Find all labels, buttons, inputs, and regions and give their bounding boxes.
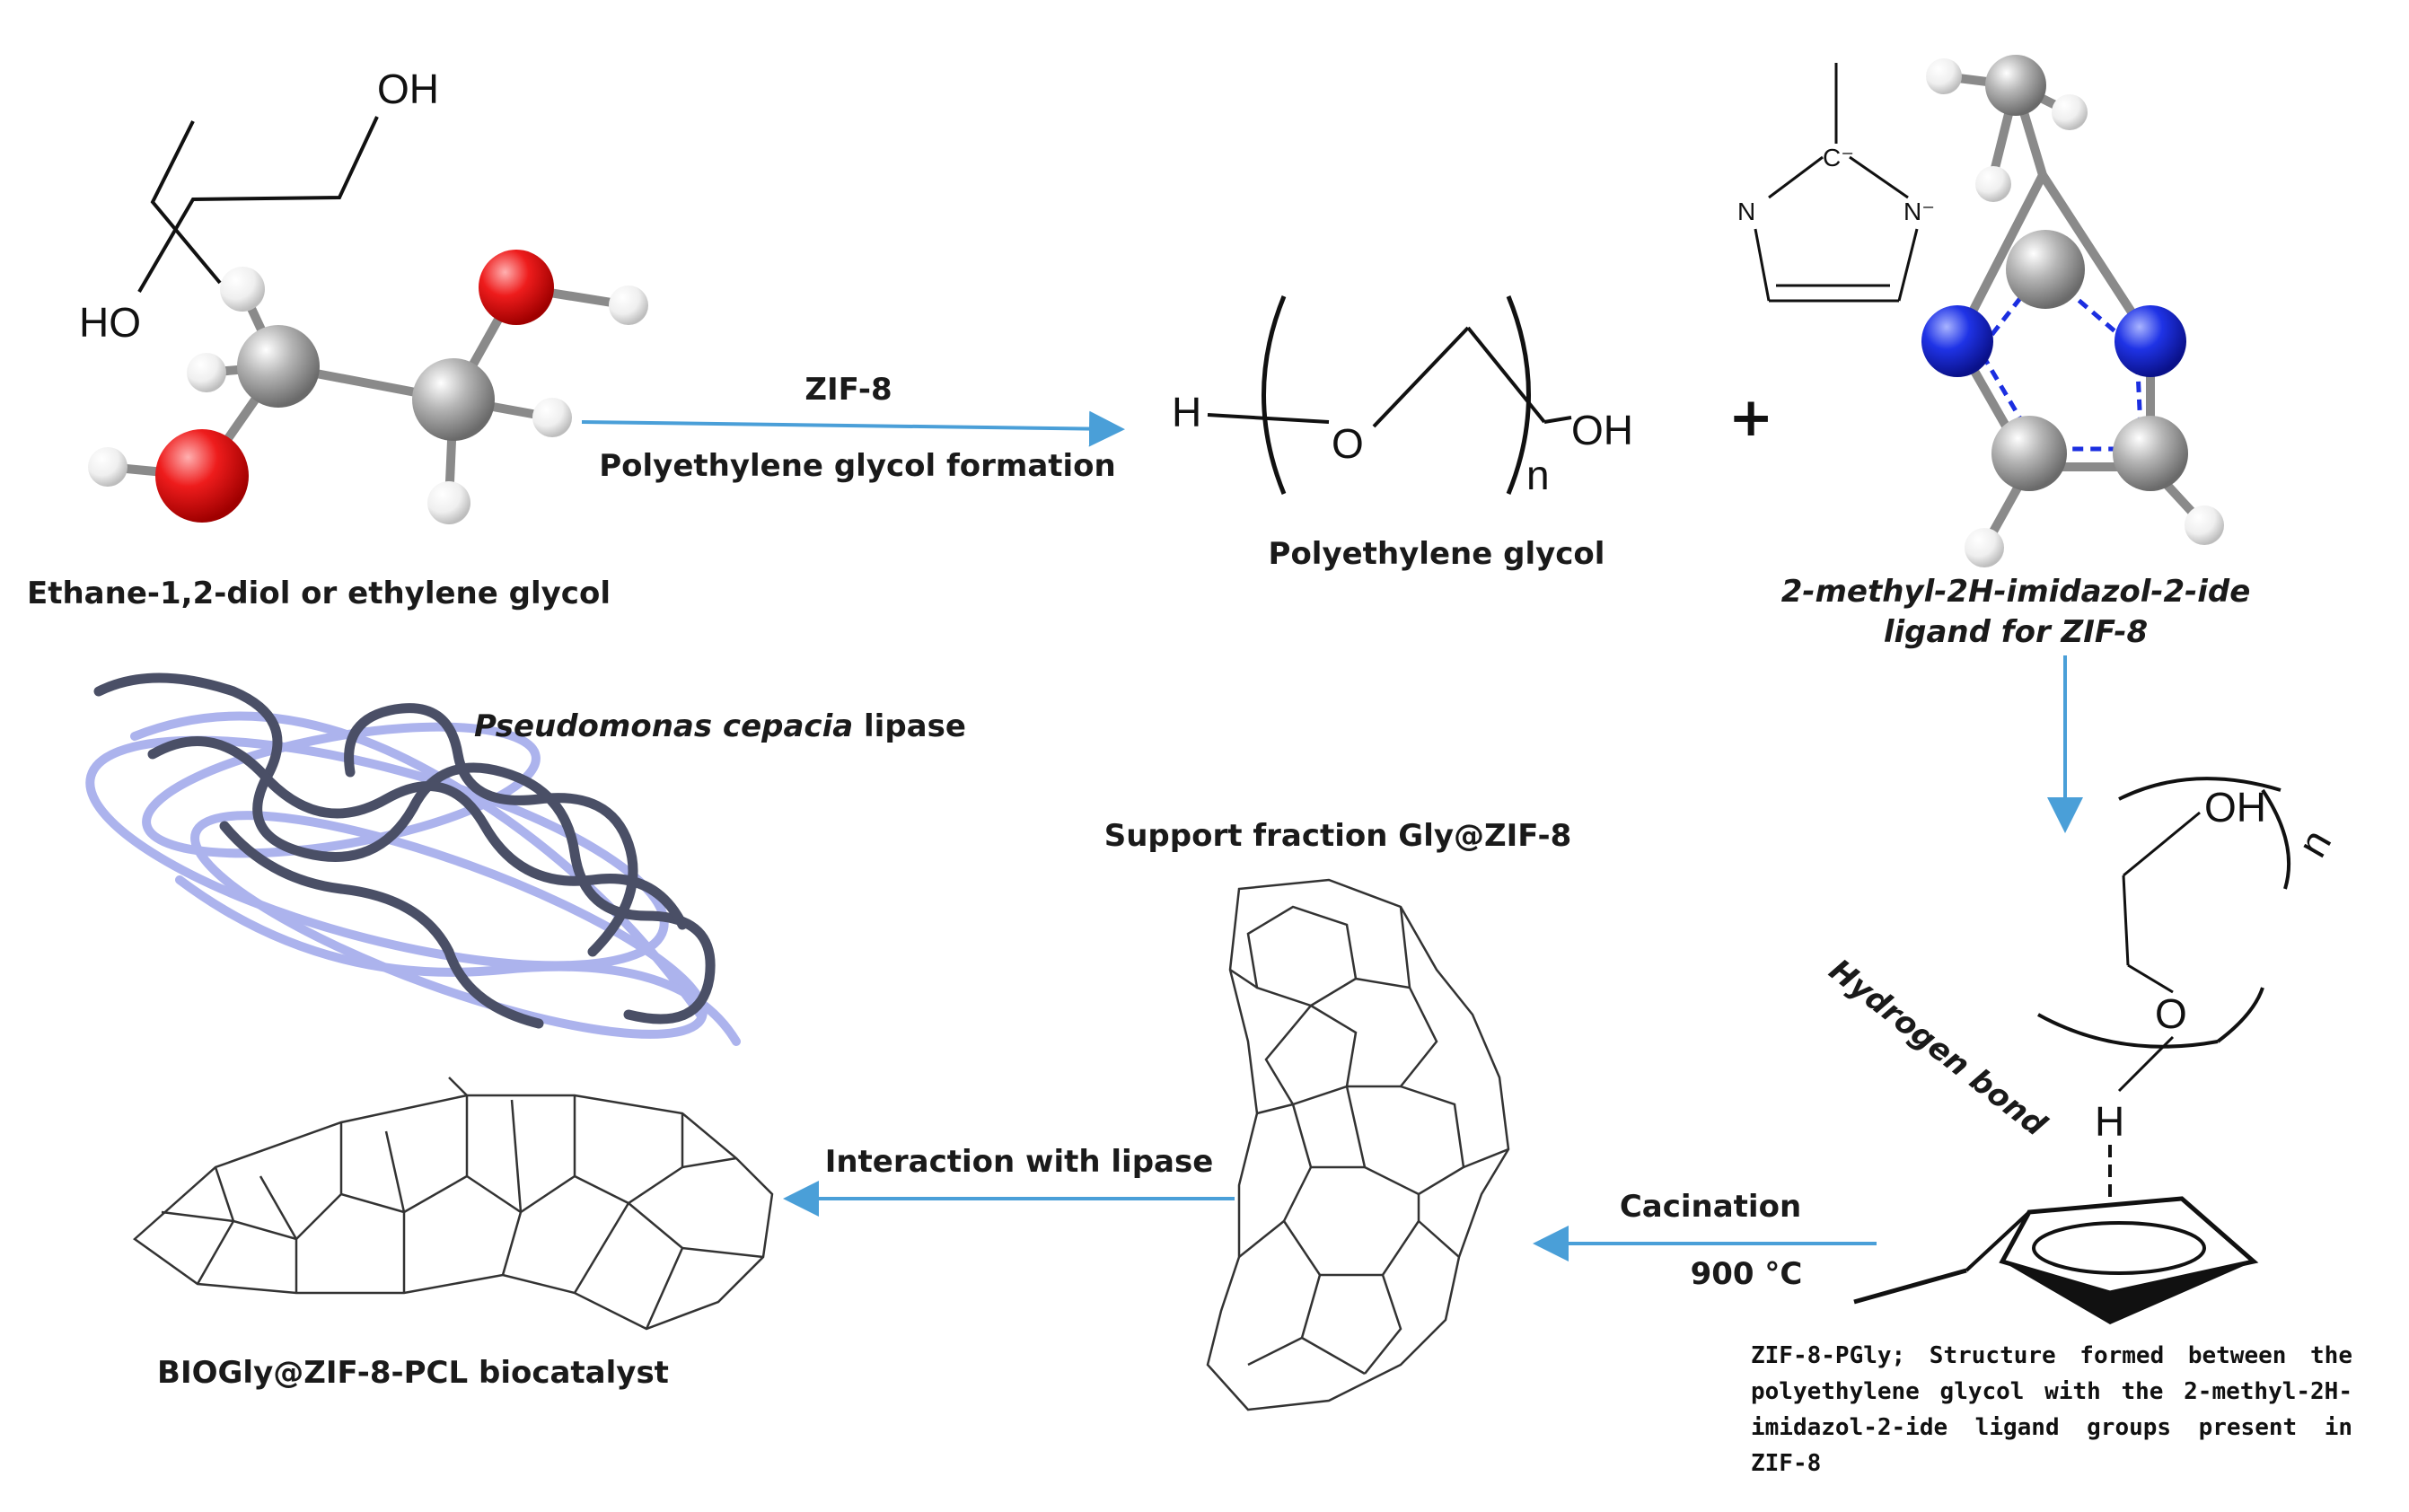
lipase-label-suffix: lipase — [853, 708, 966, 744]
plus-sign: + — [1728, 386, 1773, 449]
n-atom-label: N — [1737, 198, 1755, 225]
n-minus-label: N⁻ — [1903, 198, 1935, 225]
hydrogen-atom — [427, 481, 470, 524]
oh-label: OH — [377, 66, 439, 112]
cacination-label: Cacination — [1620, 1189, 1801, 1225]
zif-pgly-description: ZIF-8-PGly; Structure formed between the… — [1751, 1342, 2352, 1477]
ethylene-glycol-label: Ethane-1,2-diol or ethylene glycol — [27, 576, 611, 611]
oxygen-atom — [155, 429, 249, 523]
hydrogen-atom — [1965, 528, 2004, 567]
pgly-o-label: O — [2155, 990, 2187, 1037]
carbon-atom — [2113, 416, 2188, 491]
hydrogen-atom — [1975, 166, 2011, 202]
peg-h-label: H — [1172, 389, 1201, 435]
c-minus-label: C⁻ — [1823, 144, 1854, 171]
peg-o-label: O — [1332, 420, 1364, 467]
pgly-h-label: H — [2095, 1098, 2124, 1145]
peg-structure: H O OH n — [1172, 295, 1633, 498]
temperature-label: 900 °C — [1691, 1256, 1803, 1292]
hydrogen-atom — [532, 398, 572, 437]
hydrogen-atom — [1926, 58, 1962, 94]
lipase-label-species: Pseudomonas cepacia — [474, 708, 853, 744]
ho-label: HO — [79, 299, 141, 346]
hydrogen-atom — [2052, 94, 2088, 130]
arrow-peg-formation-label: Polyethylene glycol formation — [599, 448, 1116, 484]
biocatalyst-label: BIOGly@ZIF-8-PCL biocatalyst — [157, 1355, 669, 1391]
ligand-label-line1: 2-methyl-2H-imidazol-2-ide — [1781, 574, 2251, 610]
peg-label: Polyethylene glycol — [1269, 536, 1605, 572]
arrow-peg-formation — [581, 410, 1125, 447]
peg-oh-label: OH — [1571, 407, 1633, 453]
support-fraction-label: Support fraction Gly@ZIF-8 — [1104, 818, 1572, 854]
hydrogen-atom — [88, 447, 127, 487]
carbon-atom — [237, 325, 320, 408]
carbon-atom — [412, 358, 495, 441]
interaction-label: Interaction with lipase — [825, 1144, 1214, 1180]
carbon-atom — [2006, 230, 2085, 309]
ligand-label-line2: ligand for ZIF-8 — [1884, 614, 2148, 650]
support-framework — [1206, 878, 1510, 1411]
nitrogen-atom — [1921, 305, 1993, 377]
carbon-atom — [1991, 416, 2067, 491]
lipase-protein — [85, 672, 741, 1046]
ethylene-glycol-3d-model — [88, 250, 648, 524]
imidazolide-skeletal: C⁻ N N⁻ — [1737, 63, 1935, 303]
carbon-atom — [1985, 55, 2046, 116]
ethylene-glycol-skeletal: OH HO — [79, 66, 439, 346]
pgly-oh-label: OH — [2204, 784, 2266, 831]
imidazolide-3d-model — [1921, 55, 2224, 567]
arrow-zif8-label: ZIF-8 — [804, 372, 892, 408]
zif-pgly-structure: OH n O H — [1853, 777, 2340, 1324]
lipase-label: Pseudomonas cepacia lipase — [474, 708, 966, 744]
nitrogen-atom — [2114, 305, 2186, 377]
biocatalyst-framework — [132, 1077, 774, 1331]
hydrogen-bond-label: Hydrogen bond — [1822, 953, 2053, 1144]
peg-n-subscript: n — [1526, 452, 1550, 498]
hydrogen-atom — [609, 286, 648, 325]
hydrogen-atom — [2185, 505, 2224, 545]
oxygen-atom — [479, 250, 554, 325]
pgly-n-subscript: n — [2288, 822, 2340, 865]
hydrogen-atom — [220, 267, 265, 312]
hydrogen-atom — [187, 353, 226, 392]
